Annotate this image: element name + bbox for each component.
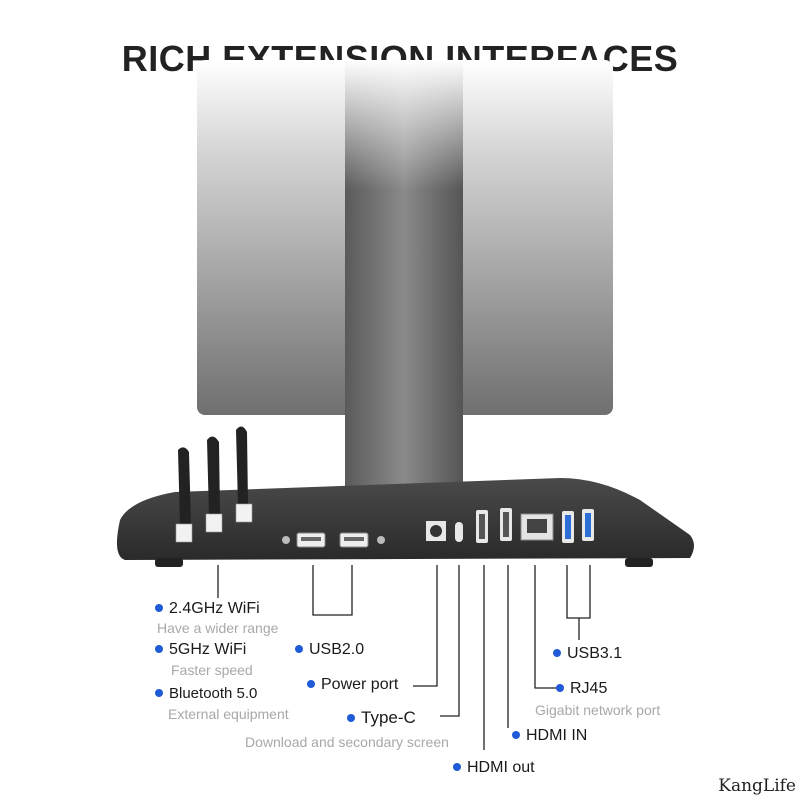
- bullet-dot: [155, 644, 163, 653]
- label-usb2: USB2.0: [295, 641, 364, 659]
- label-rj45-text: RJ45: [570, 680, 608, 697]
- type-c-port: [455, 522, 463, 542]
- label-typec-sub: Download and secondary screen: [245, 734, 449, 750]
- label-bluetooth: Bluetooth 5.0: [155, 685, 257, 702]
- label-usb3-text: USB3.1: [567, 645, 623, 662]
- bullet-dot: [347, 713, 355, 722]
- label-typec-text: Type-C: [361, 708, 416, 727]
- label-typec: Type-C: [347, 708, 416, 728]
- label-hdmi-in-text: HDMI IN: [526, 727, 588, 744]
- label-power: Power port: [307, 676, 398, 694]
- rj45-port: [520, 513, 554, 541]
- label-hdmi-out: HDMI out: [453, 759, 535, 777]
- label-rj45-sub: Gigabit network port: [535, 702, 661, 718]
- label-wifi5: 5GHz WiFi: [155, 641, 246, 659]
- label-usb3: USB3.1: [553, 645, 622, 663]
- bullet-dot: [155, 689, 163, 698]
- bullet-dot: [512, 730, 520, 739]
- label-power-text: Power port: [321, 676, 399, 693]
- label-wifi5-text: 5GHz WiFi: [169, 641, 247, 658]
- bullet-dot: [295, 644, 303, 653]
- bullet-dot: [155, 603, 163, 612]
- label-wifi5-sub: Faster speed: [171, 662, 253, 678]
- label-wifi24-text: 2.4GHz WiFi: [169, 600, 260, 617]
- bullet-dot: [307, 679, 315, 688]
- label-usb2-text: USB2.0: [309, 641, 365, 658]
- device-base: [116, 478, 694, 560]
- label-hdmi-in: HDMI IN: [512, 727, 587, 745]
- label-hdmi-out-text: HDMI out: [467, 759, 535, 776]
- bullet-dot: [553, 648, 561, 657]
- bullet-dot: [556, 683, 564, 692]
- bullet-dot: [453, 762, 461, 771]
- label-wifi24-sub: Have a wider range: [157, 620, 279, 636]
- label-rj45: RJ45: [556, 680, 607, 698]
- antenna-group: [175, 426, 253, 543]
- watermark: KangLife: [718, 776, 796, 796]
- label-wifi24: 2.4GHz WiFi: [155, 600, 260, 618]
- label-bluetooth-text: Bluetooth 5.0: [169, 685, 258, 702]
- label-bluetooth-sub: External equipment: [168, 706, 289, 722]
